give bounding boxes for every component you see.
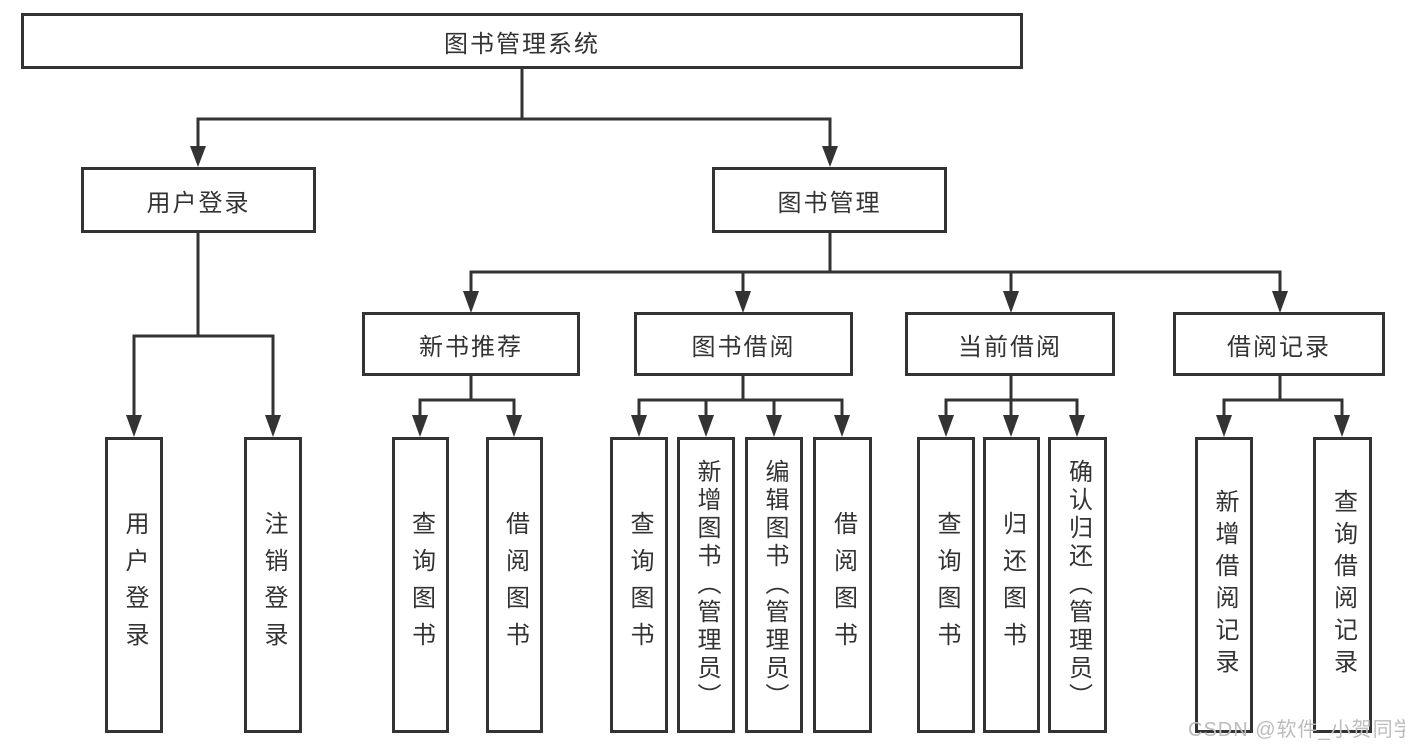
leaf-recommend-borrow-books: 借阅图书 xyxy=(486,437,543,733)
node-current-borrowing: 当前借阅 xyxy=(905,312,1115,376)
node-book-management-label: 图书管理 xyxy=(777,189,882,217)
leaf-current-return-books: 归还图书 xyxy=(983,437,1040,733)
node-library-management-system: 图书管理系统 xyxy=(21,13,1023,69)
leaf-recommend-query-books: 查询图书 xyxy=(392,437,449,733)
leaf-user-login: 用户登录 xyxy=(105,437,163,733)
node-current-borrowing-label: 当前借阅 xyxy=(958,333,1062,361)
node-borrowing-records: 借阅记录 xyxy=(1173,312,1385,376)
leaf-records-add-record: 新增借阅记录 xyxy=(1195,437,1253,733)
node-book-borrowing: 图书借阅 xyxy=(634,312,853,376)
leaf-borrow-add-books: 新增图书（管理员） xyxy=(677,437,735,733)
node-user-login-label: 用户登录 xyxy=(146,189,251,217)
node-book-management: 图书管理 xyxy=(712,167,947,233)
leaf-current-confirm-return: 确认归还（管理员） xyxy=(1048,437,1107,733)
node-borrowing-records-label: 借阅记录 xyxy=(1227,333,1331,361)
node-new-book-recommendation-label: 新书推荐 xyxy=(419,333,523,361)
leaf-logout: 注销登录 xyxy=(244,437,302,733)
watermark: CSDN @软件_小贺同学 xyxy=(1188,719,1405,741)
node-new-book-recommendation: 新书推荐 xyxy=(362,312,580,376)
leaf-current-query-books: 查询图书 xyxy=(917,437,975,733)
node-library-management-system-label: 图书管理系统 xyxy=(444,30,600,58)
leaf-borrow-borrow-books: 借阅图书 xyxy=(813,437,872,733)
node-user-login: 用户登录 xyxy=(81,167,316,233)
leaf-borrow-query-books: 查询图书 xyxy=(610,437,668,733)
leaf-records-query-record: 查询借阅记录 xyxy=(1313,437,1372,733)
node-book-borrowing-label: 图书借阅 xyxy=(691,333,796,361)
leaf-borrow-edit-books: 编辑图书（管理员） xyxy=(745,437,803,733)
